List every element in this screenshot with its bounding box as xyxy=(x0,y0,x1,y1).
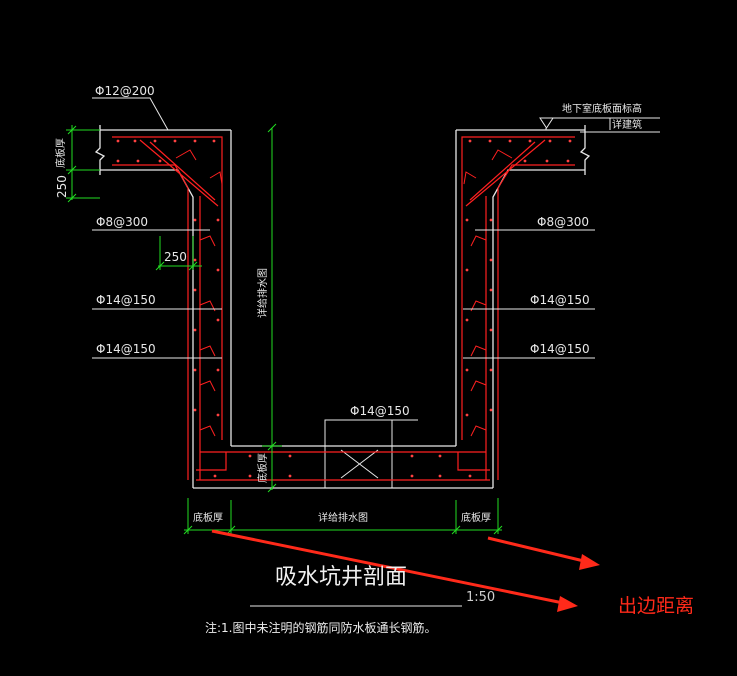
elevation-reference: 详建筑 xyxy=(612,118,642,131)
dim-250-horizontal: 250 xyxy=(164,250,187,264)
elevation-note: 地下室底板面标高 xyxy=(562,102,642,115)
left-rebar-label-2: Φ14@150 xyxy=(96,342,156,356)
edge-distance-annotation: 出边距离 xyxy=(618,595,694,617)
red-annotation-arrows xyxy=(211,529,600,612)
drawing-title: 吸水坑井剖面 xyxy=(275,565,407,590)
concrete-outline xyxy=(94,125,591,489)
left-rebar-label-1: Φ14@150 xyxy=(96,293,156,307)
pit-depth-label: 详给排水图 xyxy=(256,268,269,318)
drawing-note: 注:1.图中未注明的钢筋同防水板通长钢筋。 xyxy=(205,620,437,635)
bottom-dim-left-label: 底板厚 xyxy=(193,511,223,524)
right-stirrup-label: Φ8@300 xyxy=(537,215,589,229)
rebar-dots xyxy=(116,139,572,478)
rebar-hooks xyxy=(175,149,513,437)
bottom-rebar-label: Φ14@150 xyxy=(350,404,410,418)
drawing-scale: 1:50 xyxy=(466,590,495,605)
right-rebar-label-2: Φ14@150 xyxy=(530,342,590,356)
dim-250-vertical: 250 xyxy=(55,175,69,198)
bottom-dim-right-label: 底板厚 xyxy=(461,511,491,524)
bottom-slab-thickness-label: 底板厚 xyxy=(256,453,269,483)
slab-thickness-label: 底板厚 xyxy=(54,138,67,168)
right-rebar-label-1: Φ14@150 xyxy=(530,293,590,307)
dimension-lines xyxy=(66,123,503,535)
left-stirrup-label: Φ8@300 xyxy=(96,215,148,229)
top-rebar-label: Φ12@200 xyxy=(95,84,155,98)
leader-lines xyxy=(92,97,660,607)
rebar-lines xyxy=(112,136,575,481)
bottom-dim-middle-label: 详给排水图 xyxy=(318,511,368,524)
sump-cross xyxy=(324,419,393,488)
